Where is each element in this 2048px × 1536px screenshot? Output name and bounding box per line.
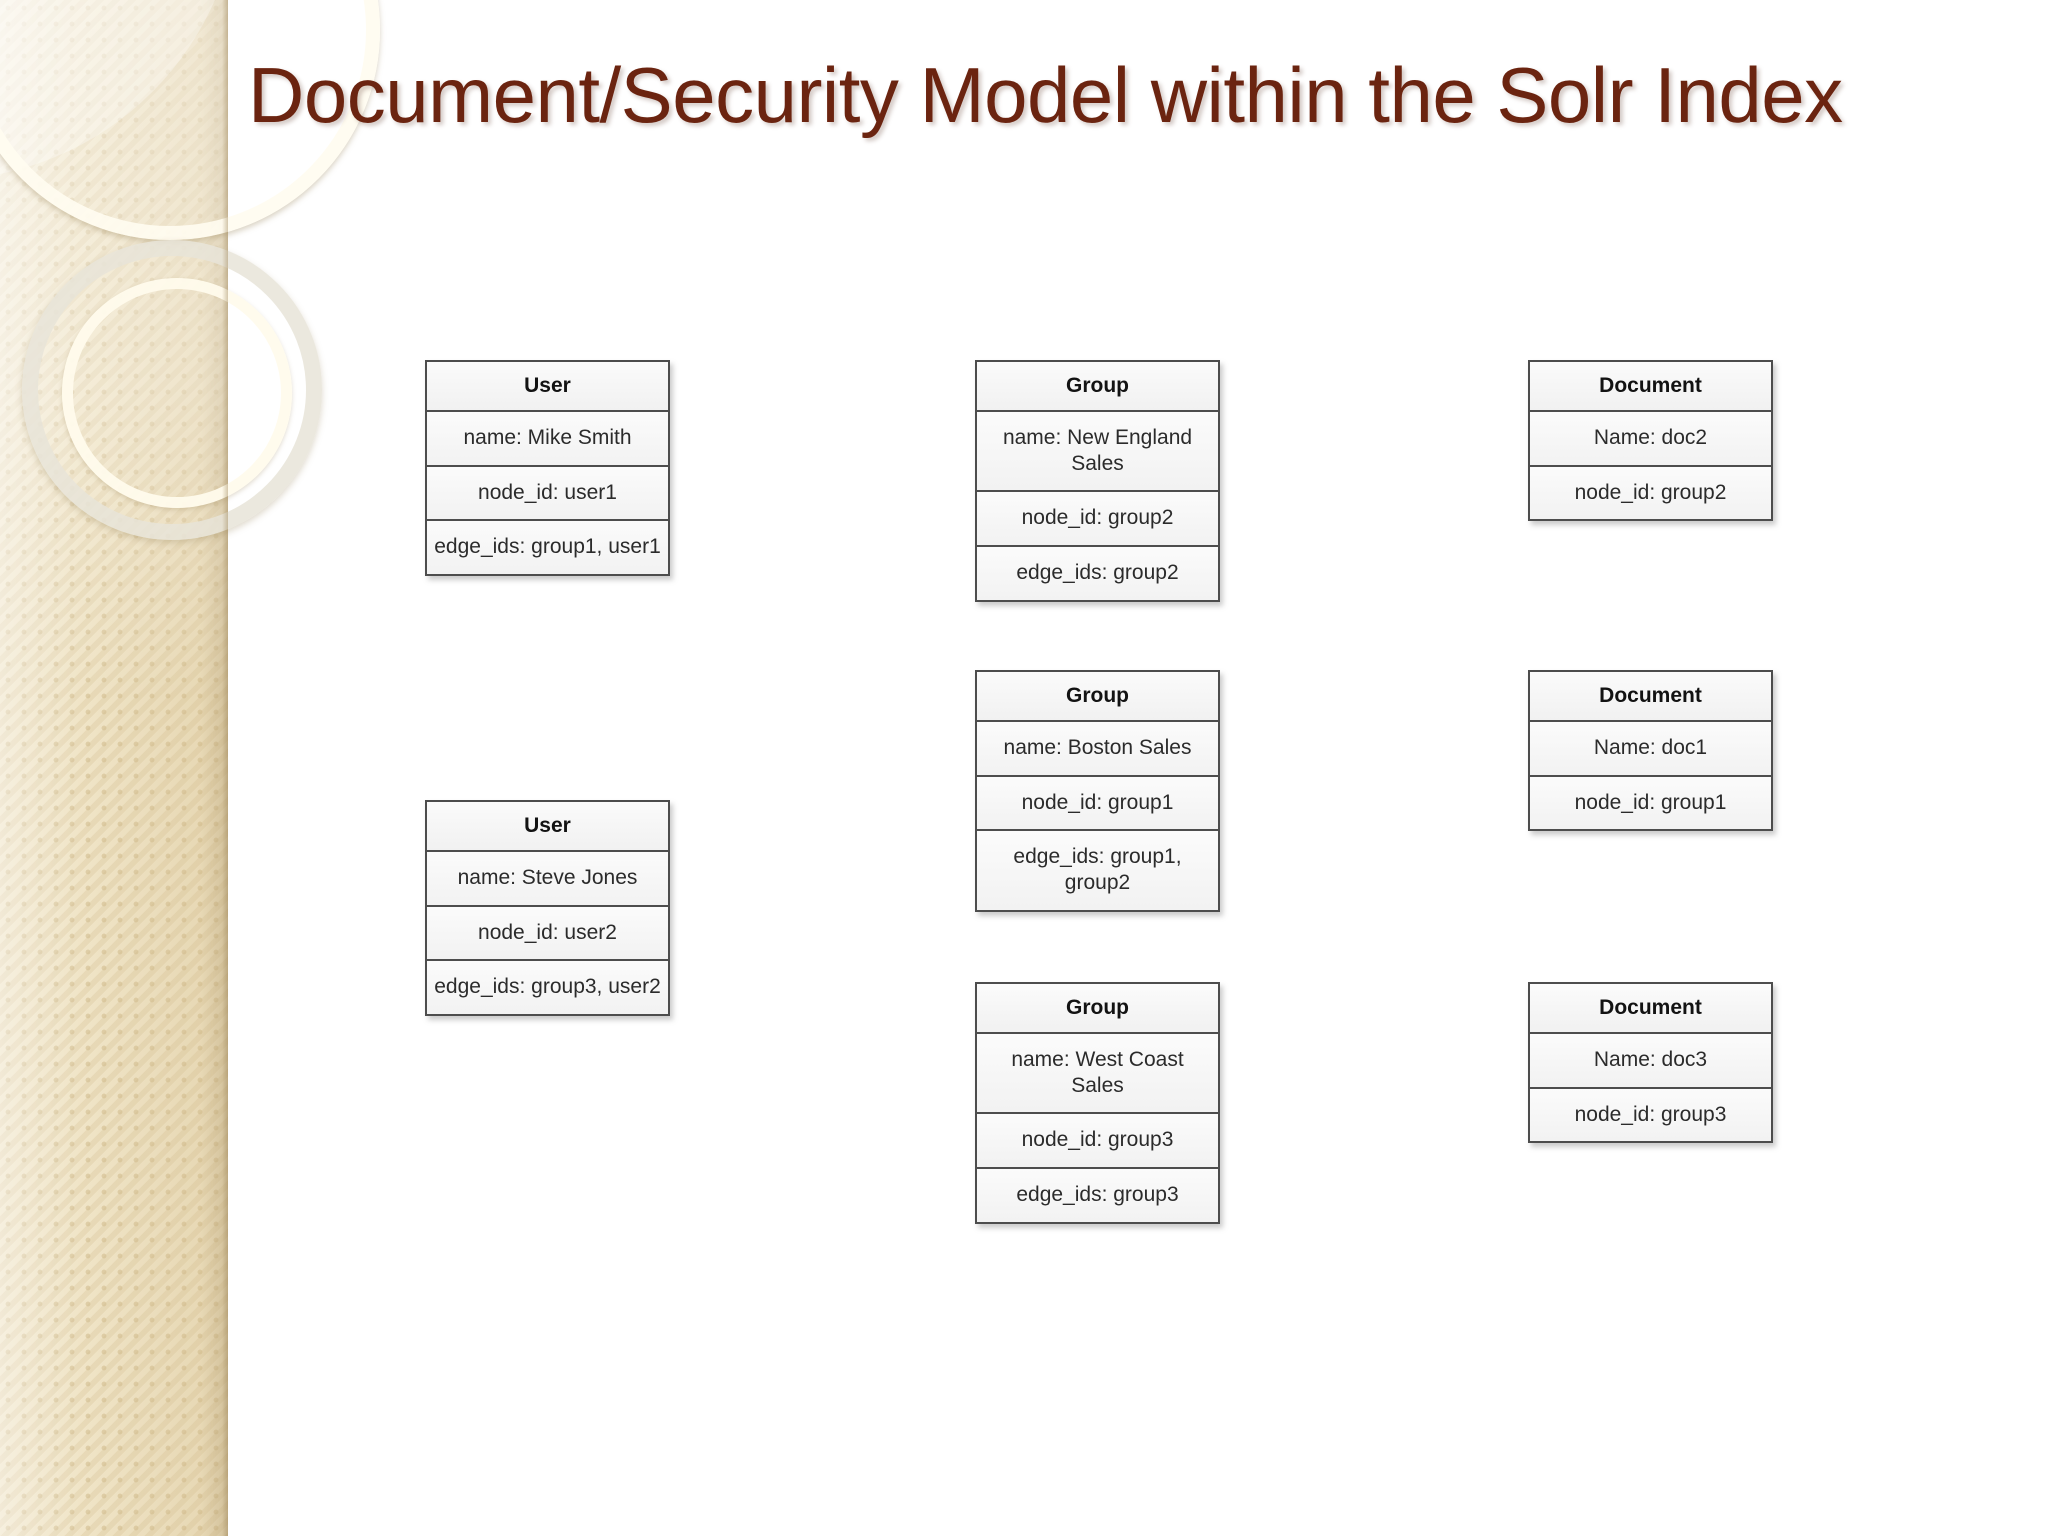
- entity-card-field: node_id: group1: [977, 776, 1218, 832]
- entity-card-field: node_id: group3: [1530, 1088, 1771, 1142]
- entity-card-header: Document: [1530, 672, 1771, 723]
- entity-card-field: Name: doc2: [1530, 412, 1771, 467]
- entity-card-field: node_id: group2: [977, 492, 1218, 547]
- entity-card-field: Name: doc3: [1530, 1034, 1771, 1089]
- entity-card-header: User: [427, 802, 668, 853]
- border-edge-shadow: [222, 0, 228, 1536]
- entity-card-field: edge_ids: group1, group2: [977, 831, 1218, 910]
- entity-card-field: name: New England Sales: [977, 412, 1218, 493]
- entity-card-field: node_id: user2: [427, 906, 668, 962]
- entity-card-field: name: West Coast Sales: [977, 1034, 1218, 1115]
- entity-card-field: node_id: group1: [1530, 776, 1771, 830]
- entity-card-header: Group: [977, 984, 1218, 1035]
- entity-card-header: User: [427, 362, 668, 413]
- entity-card-header: Group: [977, 672, 1218, 723]
- entity-card-field: name: Mike Smith: [427, 412, 668, 467]
- entity-card-field: name: Boston Sales: [977, 722, 1218, 777]
- entity-card-field: node_id: group2: [1530, 466, 1771, 520]
- entity-card-field: node_id: group3: [977, 1114, 1218, 1169]
- entity-card-field: name: Steve Jones: [427, 852, 668, 907]
- entity-card-header: Document: [1530, 984, 1771, 1035]
- entity-card-field: edge_ids: group3, user2: [427, 961, 668, 1014]
- entity-card-header: Document: [1530, 362, 1771, 413]
- entity-card-field: edge_ids: group1, user1: [427, 521, 668, 574]
- entity-card-field: Name: doc1: [1530, 722, 1771, 777]
- entity-card-field: edge_ids: group2: [977, 546, 1218, 600]
- entity-card-field: node_id: user1: [427, 466, 668, 522]
- entity-card-field: edge_ids: group3: [977, 1168, 1218, 1222]
- entity-card-header: Group: [977, 362, 1218, 413]
- page-title: Document/Security Model within the Solr …: [248, 51, 1843, 139]
